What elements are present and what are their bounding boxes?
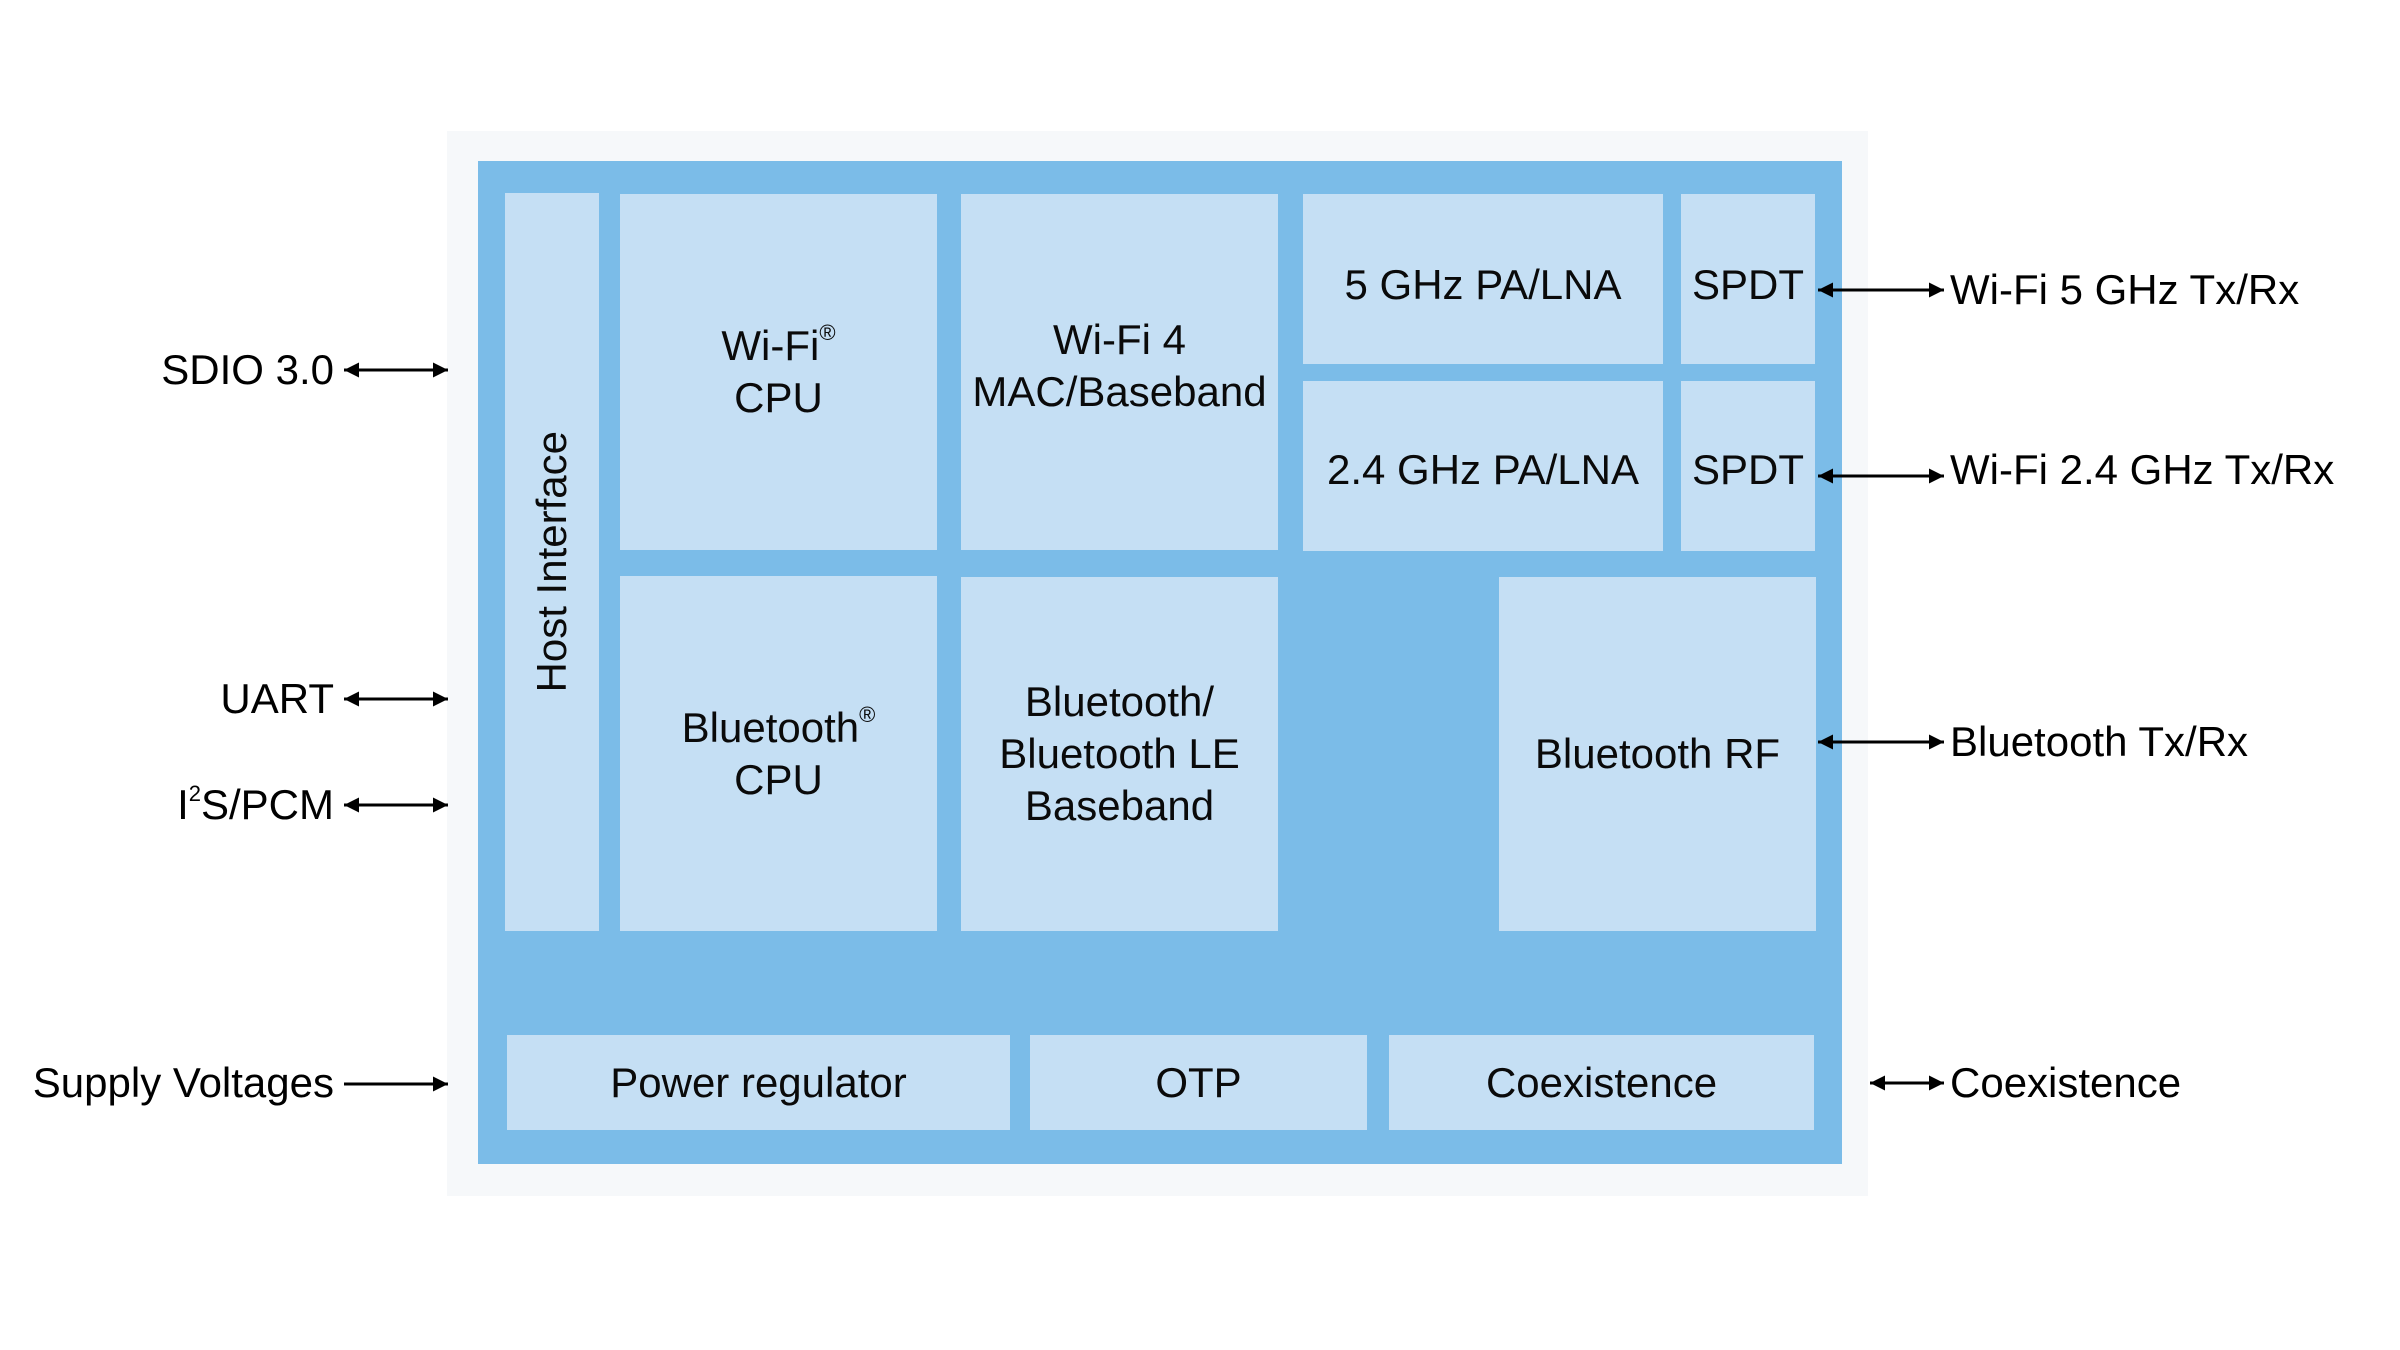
wifi-cpu-label: Wi-Fi	[721, 322, 820, 369]
bluetooth-baseband-line2: Bluetooth LE	[999, 730, 1240, 777]
wifi-cpu-label-line2: CPU	[734, 374, 823, 421]
power-regulator-label: Power regulator	[610, 1058, 907, 1106]
bluetooth-rf-block: Bluetooth RF	[1499, 577, 1816, 931]
uart-label: UART	[220, 675, 334, 722]
coexistence-block: Coexistence	[1389, 1035, 1814, 1130]
i2s-pcm-label-prefix: I	[177, 781, 189, 828]
pa-lna-5ghz-block: 5 GHz PA/LNA	[1303, 194, 1663, 364]
bluetooth-cpu-block: Bluetooth® CPU	[620, 576, 937, 931]
bluetooth-baseband-line3: Baseband	[1024, 782, 1215, 829]
registered-mark: ®	[819, 320, 836, 345]
wifi-cpu-block: Wi-Fi® CPU	[620, 194, 937, 550]
i2s-pcm-label-suffix: S/PCM	[200, 781, 334, 828]
coexistence-label: Coexistence	[1485, 1058, 1718, 1106]
sdio-label: SDIO 3.0	[161, 346, 334, 393]
pa-lna-24ghz-label: 2.4 GHz PA/LNA	[1326, 446, 1639, 493]
i2s-pcm-label-superscript: 2	[188, 781, 201, 806]
bluetooth-cpu-label: Bluetooth	[681, 703, 860, 751]
otp-label: OTP	[1155, 1058, 1242, 1106]
bluetooth-cpu-label-line2: CPU	[734, 755, 823, 803]
bluetooth-baseband-block: Bluetooth/ Bluetooth LE Baseband	[961, 577, 1278, 931]
wifi-mac-label-line1: Wi-Fi 4	[1053, 316, 1186, 363]
power-regulator-block: Power regulator	[507, 1035, 1010, 1130]
pa-lna-24ghz-block: 2.4 GHz PA/LNA	[1303, 381, 1663, 551]
i2s-pcm-label: I2S/PCM	[177, 781, 334, 829]
wifi-24ghz-txrx-label: Wi-Fi 2.4 GHz Tx/Rx	[1950, 446, 2335, 493]
supply-voltages-label: Supply Voltages	[32, 1059, 334, 1106]
spdt-24ghz-block: SPDT	[1681, 381, 1815, 551]
bluetooth-txrx-label: Bluetooth Tx/Rx	[1950, 718, 2249, 765]
spdt-5ghz-label: SPDT	[1691, 261, 1804, 308]
bluetooth-rf-label: Bluetooth RF	[1534, 730, 1781, 777]
spdt-24ghz-label: SPDT	[1691, 446, 1804, 493]
wifi-5ghz-txrx-label: Wi-Fi 5 GHz Tx/Rx	[1950, 266, 2300, 313]
host-interface-block: Host Interface	[505, 193, 599, 931]
spdt-5ghz-block: SPDT	[1681, 194, 1815, 364]
wifi-mac-baseband-block: Wi-Fi 4 MAC/Baseband	[961, 194, 1278, 550]
wifi-mac-label-line2: MAC/Baseband	[972, 368, 1267, 415]
otp-block: OTP	[1030, 1035, 1367, 1130]
coexistence-interface-label: Coexistence	[1950, 1059, 2182, 1106]
registered-mark: ®	[859, 701, 876, 727]
pa-lna-5ghz-label: 5 GHz PA/LNA	[1344, 261, 1622, 308]
bluetooth-baseband-line1: Bluetooth/	[1024, 678, 1215, 725]
